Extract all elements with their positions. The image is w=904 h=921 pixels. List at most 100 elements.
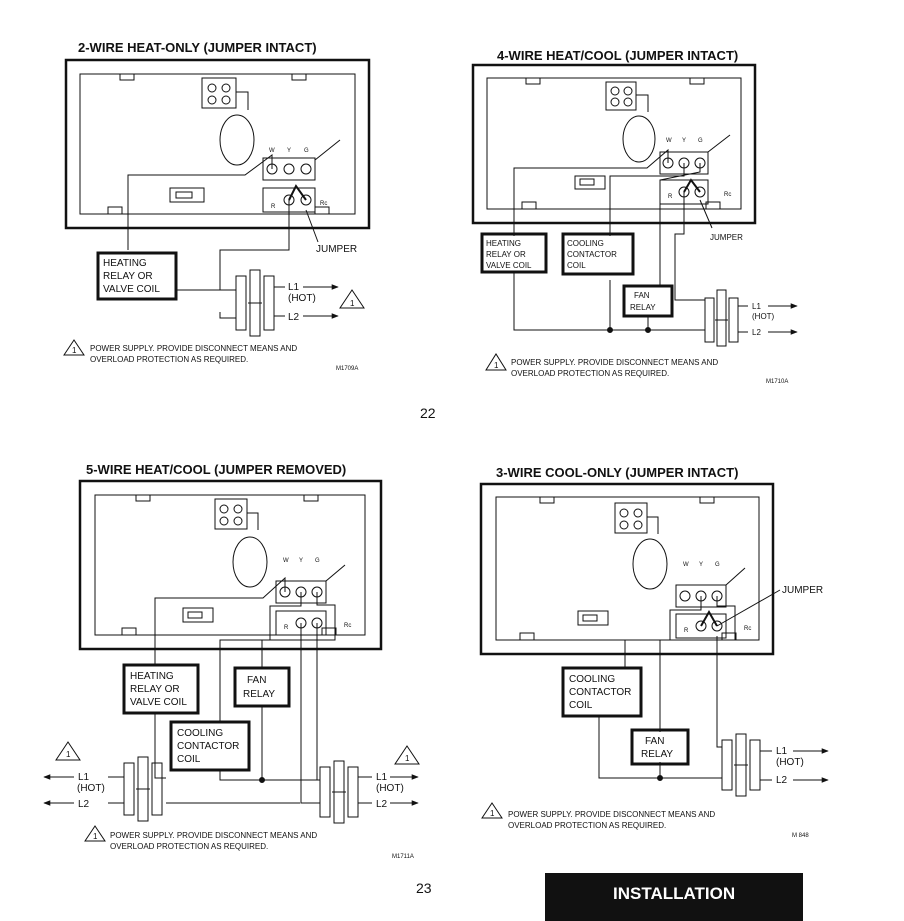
cooling-box-line2: CONTACTOR (569, 687, 631, 698)
note-warning-triangle (481, 802, 503, 819)
switch-slider (582, 614, 598, 622)
cooling-contactor-box (561, 232, 635, 276)
fan-relay-box (622, 284, 674, 318)
heating-box-line3: VALVE COIL (103, 284, 160, 295)
diagram-title: 3-WIRE COOL-ONLY (JUMPER INTACT) (496, 465, 738, 480)
l1-label: L1 (752, 302, 761, 311)
terminal-strip-r-rc (675, 613, 727, 639)
diagram-title: 2-WIRE HEAT-ONLY (JUMPER INTACT) (78, 40, 317, 55)
terminal-label-w: W (283, 558, 289, 564)
switch-slider (175, 191, 193, 199)
junction-dot (607, 327, 613, 333)
mounting-tab (689, 77, 705, 85)
switch-screw (610, 97, 620, 107)
warning-triangle (339, 289, 365, 309)
mounting-tab (291, 73, 307, 81)
wire-r-to-transformer (300, 623, 320, 804)
mounting-tab (699, 496, 715, 504)
switch-block (605, 81, 637, 111)
section-tab: INSTALLATION (545, 873, 803, 921)
terminal-label-g: G (698, 138, 703, 144)
heating-box-line2: RELAY OR (130, 684, 180, 695)
note-warning-number: 1 (93, 832, 98, 841)
heating-box-line2: RELAY OR (486, 250, 526, 259)
terminal-label-g: G (304, 148, 309, 154)
switch-screw (633, 508, 643, 518)
wire-cooling-return (219, 770, 320, 781)
wire-heating-return (513, 272, 705, 331)
jumper-wire (683, 178, 701, 193)
jumper-wire (700, 609, 718, 627)
figure-code: M1710A (766, 379, 788, 385)
terminal-label-w: W (666, 138, 672, 144)
jumper-wire (288, 184, 307, 201)
section-tab-background (545, 873, 803, 921)
switch-block (614, 502, 648, 534)
mounting-tab (321, 627, 337, 636)
jumper-leader (305, 209, 319, 243)
terminal-label-r: R (284, 625, 289, 631)
cooling-contactor-box (169, 720, 251, 772)
note-warning-triangle (84, 825, 106, 842)
switch-screw (221, 83, 231, 93)
anticipator-bulb (622, 115, 656, 163)
subbase-panel (79, 73, 356, 215)
cooling-box-line3: COIL (569, 700, 593, 711)
diagram-2-wire-heat-only: 2-WIRE HEAT-ONLY (JUMPER INTACT) W Y G R… (63, 40, 371, 372)
terminal-label-y: Y (699, 562, 703, 568)
mounting-tab (135, 494, 151, 502)
terminal-screw-rc (694, 186, 706, 198)
l1-label-right: L1 (376, 772, 388, 783)
section-tab-label: INSTALLATION (613, 884, 735, 903)
note-line2: OVERLOAD PROTECTION AS REQUIRED. (511, 369, 669, 378)
fan-box-line1: FAN (247, 675, 266, 686)
note-line2: OVERLOAD PROTECTION AS REQUIRED. (90, 355, 248, 364)
note-warning-number: 1 (72, 346, 77, 355)
terminal-label-y: Y (682, 138, 686, 144)
mounting-tab (525, 77, 541, 85)
wire-w-to-heating (127, 154, 273, 250)
terminal-label-w: W (683, 562, 689, 568)
junction-dot (259, 777, 265, 783)
internal-wire (725, 567, 746, 586)
terminal-label-y: Y (287, 148, 291, 154)
switch-screw (207, 95, 217, 105)
heating-box-line3: VALVE COIL (130, 697, 187, 708)
l1-label-left: L1 (78, 772, 90, 783)
switch-screw (623, 86, 633, 96)
internal-wire (636, 94, 649, 112)
wire-y-to-cooling (624, 596, 702, 668)
switch-screw (623, 97, 633, 107)
mounting-tab (314, 206, 330, 215)
terminal-label-y: Y (299, 558, 303, 564)
subbase-panel (495, 496, 760, 641)
subbase-panel (486, 77, 742, 210)
heating-box-line1: HEATING (130, 671, 174, 682)
transformer-symbol (704, 289, 739, 347)
l2-label: L2 (752, 328, 761, 337)
jumper-label: JUMPER (782, 585, 823, 596)
cooling-box-line2: CONTACTOR (177, 741, 239, 752)
terminal-strip-wyg (262, 157, 316, 181)
note-line1: POWER SUPPLY. PROVIDE DISCONNECT MEANS A… (90, 344, 297, 353)
internal-wire (707, 134, 731, 153)
mounting-tab (303, 494, 319, 502)
subbase-panel (94, 494, 366, 636)
fan-relay-box (630, 728, 690, 766)
cooling-contactor-box (561, 666, 643, 718)
terminal-label-g: G (315, 558, 320, 564)
wire-g-to-fan (659, 163, 701, 285)
cooling-box-line3: COIL (177, 754, 201, 765)
diagram-4-wire-heat-cool: 4-WIRE HEAT/COOL (JUMPER INTACT) W Y G R… (471, 48, 798, 385)
anticipator-bulb (632, 538, 668, 590)
system-switch (169, 187, 205, 203)
fan-box-line1: FAN (645, 736, 664, 747)
l2-label-left: L2 (78, 799, 90, 810)
heating-box-line2: RELAY OR (103, 271, 153, 282)
l2-label: L2 (288, 312, 300, 323)
hot-label-left: (HOT) (77, 783, 105, 794)
switch-screw (219, 504, 229, 514)
jumper-label: JUMPER (316, 244, 357, 255)
switch-screw (610, 86, 620, 96)
